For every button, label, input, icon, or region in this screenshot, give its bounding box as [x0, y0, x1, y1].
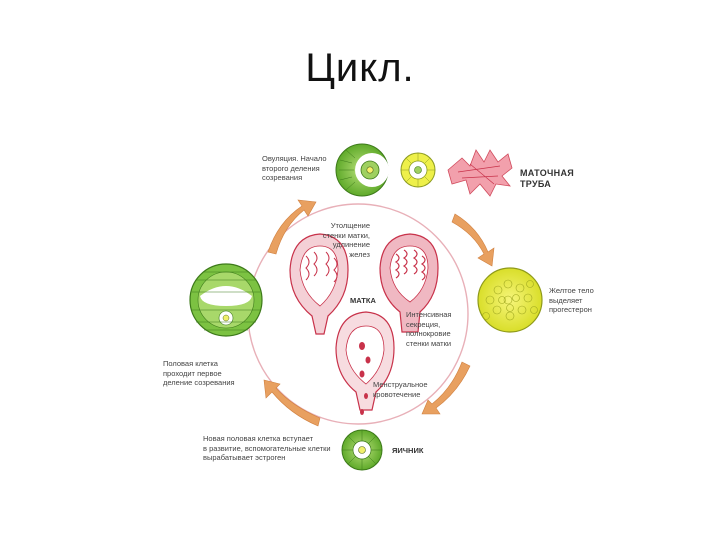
arrow-to-ovulation — [267, 199, 317, 255]
arrow-to-corpus-luteum — [451, 213, 495, 267]
cycle-arrows — [263, 199, 495, 427]
label-secretion: Интенсивная секреция, полнокровие стенки… — [406, 310, 452, 348]
arrow-to-first-division — [263, 379, 321, 427]
label-menstruation: Менструальное кровотечение — [373, 380, 428, 399]
uterus-secretory — [379, 233, 439, 333]
arrow-to-ovary — [421, 361, 471, 415]
released-egg — [400, 152, 436, 188]
label-tube: МАТОЧНАЯ ТРУБА — [520, 168, 575, 189]
label-corpus-luteum: Желтое тело выделяет прогестерон — [549, 286, 594, 314]
label-ovulation: Овуляция. Начало второго деления созрева… — [262, 154, 327, 182]
developing-follicle — [189, 263, 263, 337]
label-ovary: ЯИЧНИК — [392, 446, 424, 455]
corpus-luteum — [477, 267, 543, 333]
uterus-proliferative — [289, 233, 349, 335]
fallopian-tube — [447, 149, 513, 197]
ovulation-follicle — [335, 143, 389, 197]
uterus-menstrual — [335, 311, 395, 415]
label-first-division: Половая клетка проходит первое деление с… — [163, 359, 235, 387]
label-thickening: Утолщение стенки матки, удлинение желез — [322, 221, 370, 259]
slide-title: Цикл. — [305, 46, 415, 90]
ovary-follicle — [341, 429, 383, 471]
label-new-cell: Новая половая клетка вступает в развитие… — [203, 434, 331, 462]
label-uterus: МАТКА — [350, 296, 376, 305]
